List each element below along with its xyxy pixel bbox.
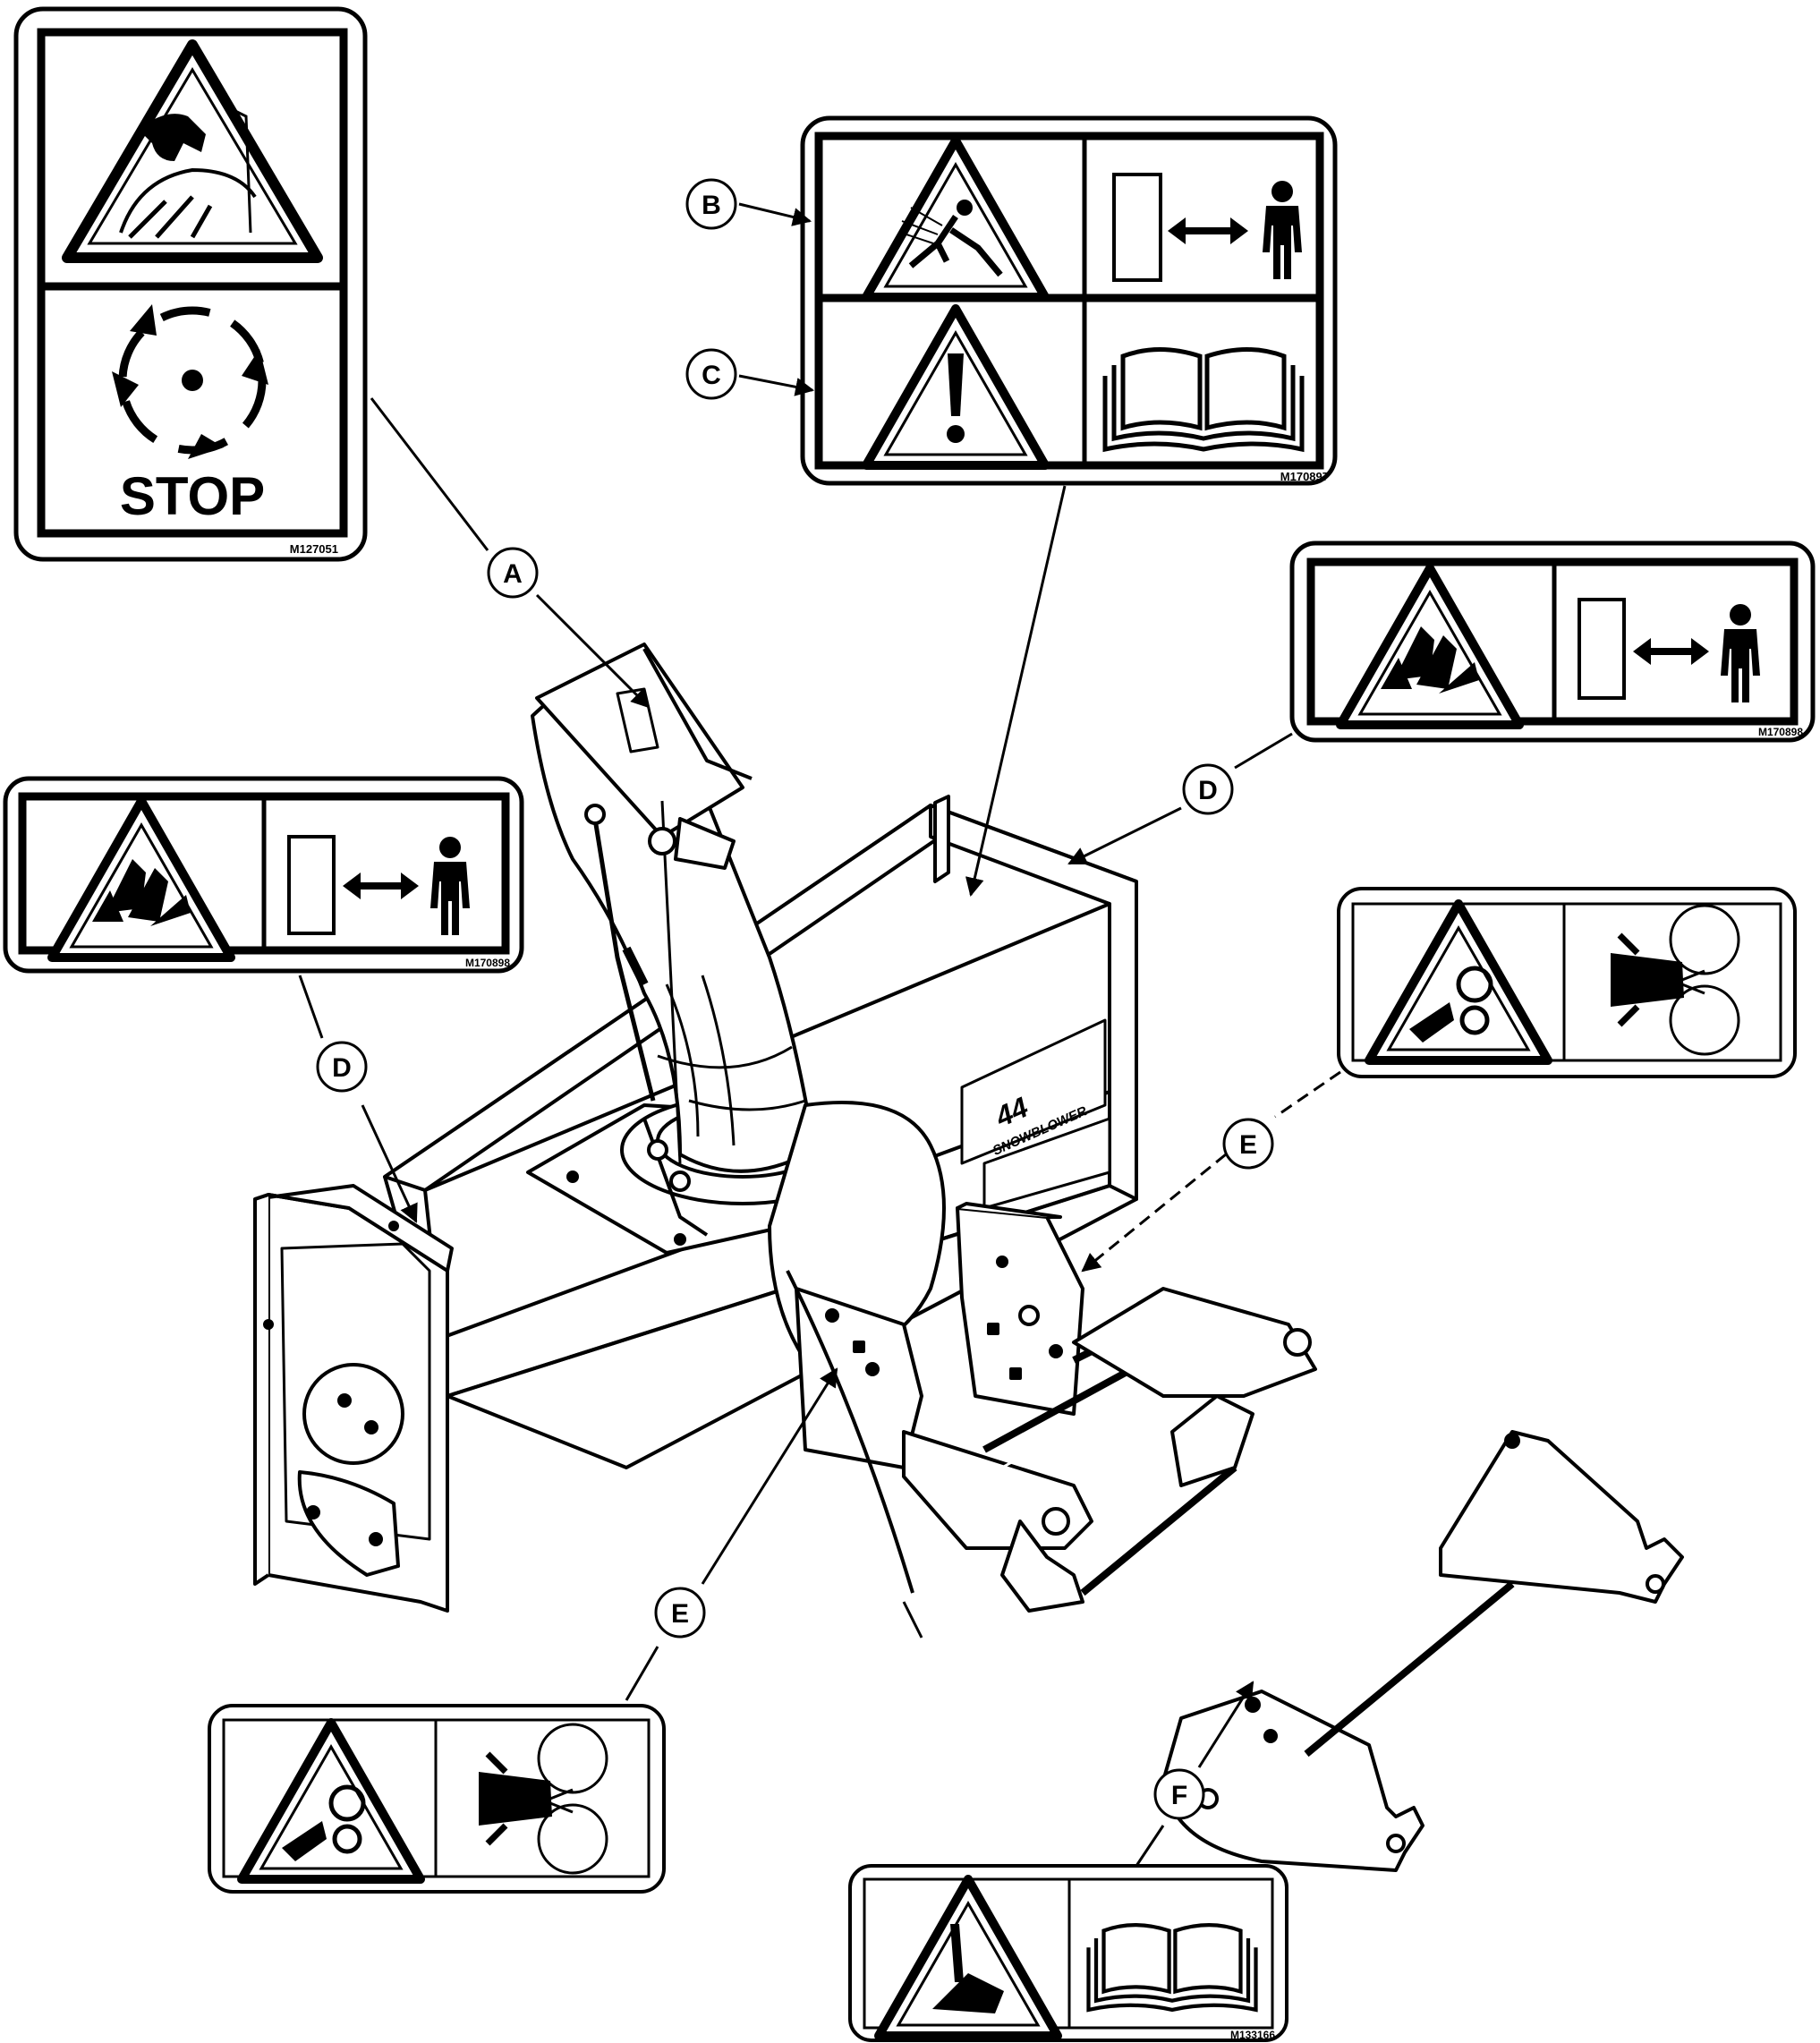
hand-cut-warning-icon xyxy=(52,801,231,958)
callout-b: B xyxy=(685,178,737,230)
decal-d-left: M170898 xyxy=(3,776,524,974)
decal-f: M133166 xyxy=(848,1864,1288,2042)
svg-text:C: C xyxy=(702,361,721,390)
stop-text: STOP xyxy=(120,466,265,526)
svg-text:B: B xyxy=(702,191,721,220)
decal-e-right xyxy=(1337,887,1797,1078)
svg-text:A: A xyxy=(503,559,523,589)
decal-a: STOP M127051 xyxy=(13,6,368,562)
callout-a: A xyxy=(487,547,539,599)
control-cable xyxy=(786,1270,914,1594)
callout-d-right: D xyxy=(1182,763,1234,815)
callout-f: F xyxy=(1153,1768,1205,1820)
svg-text:E: E xyxy=(1239,1130,1257,1160)
keep-distance-icon xyxy=(1578,598,1760,702)
model-badge xyxy=(960,1018,1107,1165)
general-warning-icon xyxy=(866,309,1045,465)
decal-e-left xyxy=(208,1704,666,1894)
decal-bc: M170897 xyxy=(800,115,1338,486)
callout-c: C xyxy=(685,348,737,400)
snowblower-machine xyxy=(253,643,1684,1872)
callout-d-left: D xyxy=(316,1041,368,1093)
keep-distance-icon xyxy=(1112,173,1302,282)
svg-text:D: D xyxy=(332,1053,352,1083)
keep-hands-away-icon xyxy=(1611,904,1740,1056)
callouts: A B C D D E E F xyxy=(316,178,1274,1820)
keep-distance-icon xyxy=(287,835,470,935)
leader-lines xyxy=(298,202,1341,1867)
thrown-object-warning-icon xyxy=(866,140,1045,297)
decal-f-part-number: M133166 xyxy=(1230,2029,1275,2041)
decal-d-right: M170898 xyxy=(1289,541,1816,743)
decal-a-part-number: M127051 xyxy=(290,542,338,556)
belt-entanglement-warning-icon xyxy=(1369,904,1548,1060)
hand-crush-warning-icon xyxy=(879,1879,1058,2036)
callout-e-right: E xyxy=(1222,1118,1274,1170)
decal-d-right-part-number: M170898 xyxy=(1758,726,1803,738)
callout-e-left: E xyxy=(654,1587,706,1639)
svg-text:E: E xyxy=(671,1599,689,1629)
lift-linkage xyxy=(1161,1690,1425,1872)
svg-text:D: D xyxy=(1198,776,1218,805)
hand-entanglement-warning-icon xyxy=(62,39,323,263)
rotating-auger-icon xyxy=(112,304,268,459)
decal-bc-part-number: M170897 xyxy=(1280,470,1329,483)
svg-text:F: F xyxy=(1171,1781,1187,1810)
hand-cut-warning-icon xyxy=(1340,568,1519,725)
decal-d-left-part-number: M170898 xyxy=(465,957,510,969)
belt-entanglement-warning-icon xyxy=(242,1723,421,1879)
keep-hands-away-icon xyxy=(479,1723,608,1875)
